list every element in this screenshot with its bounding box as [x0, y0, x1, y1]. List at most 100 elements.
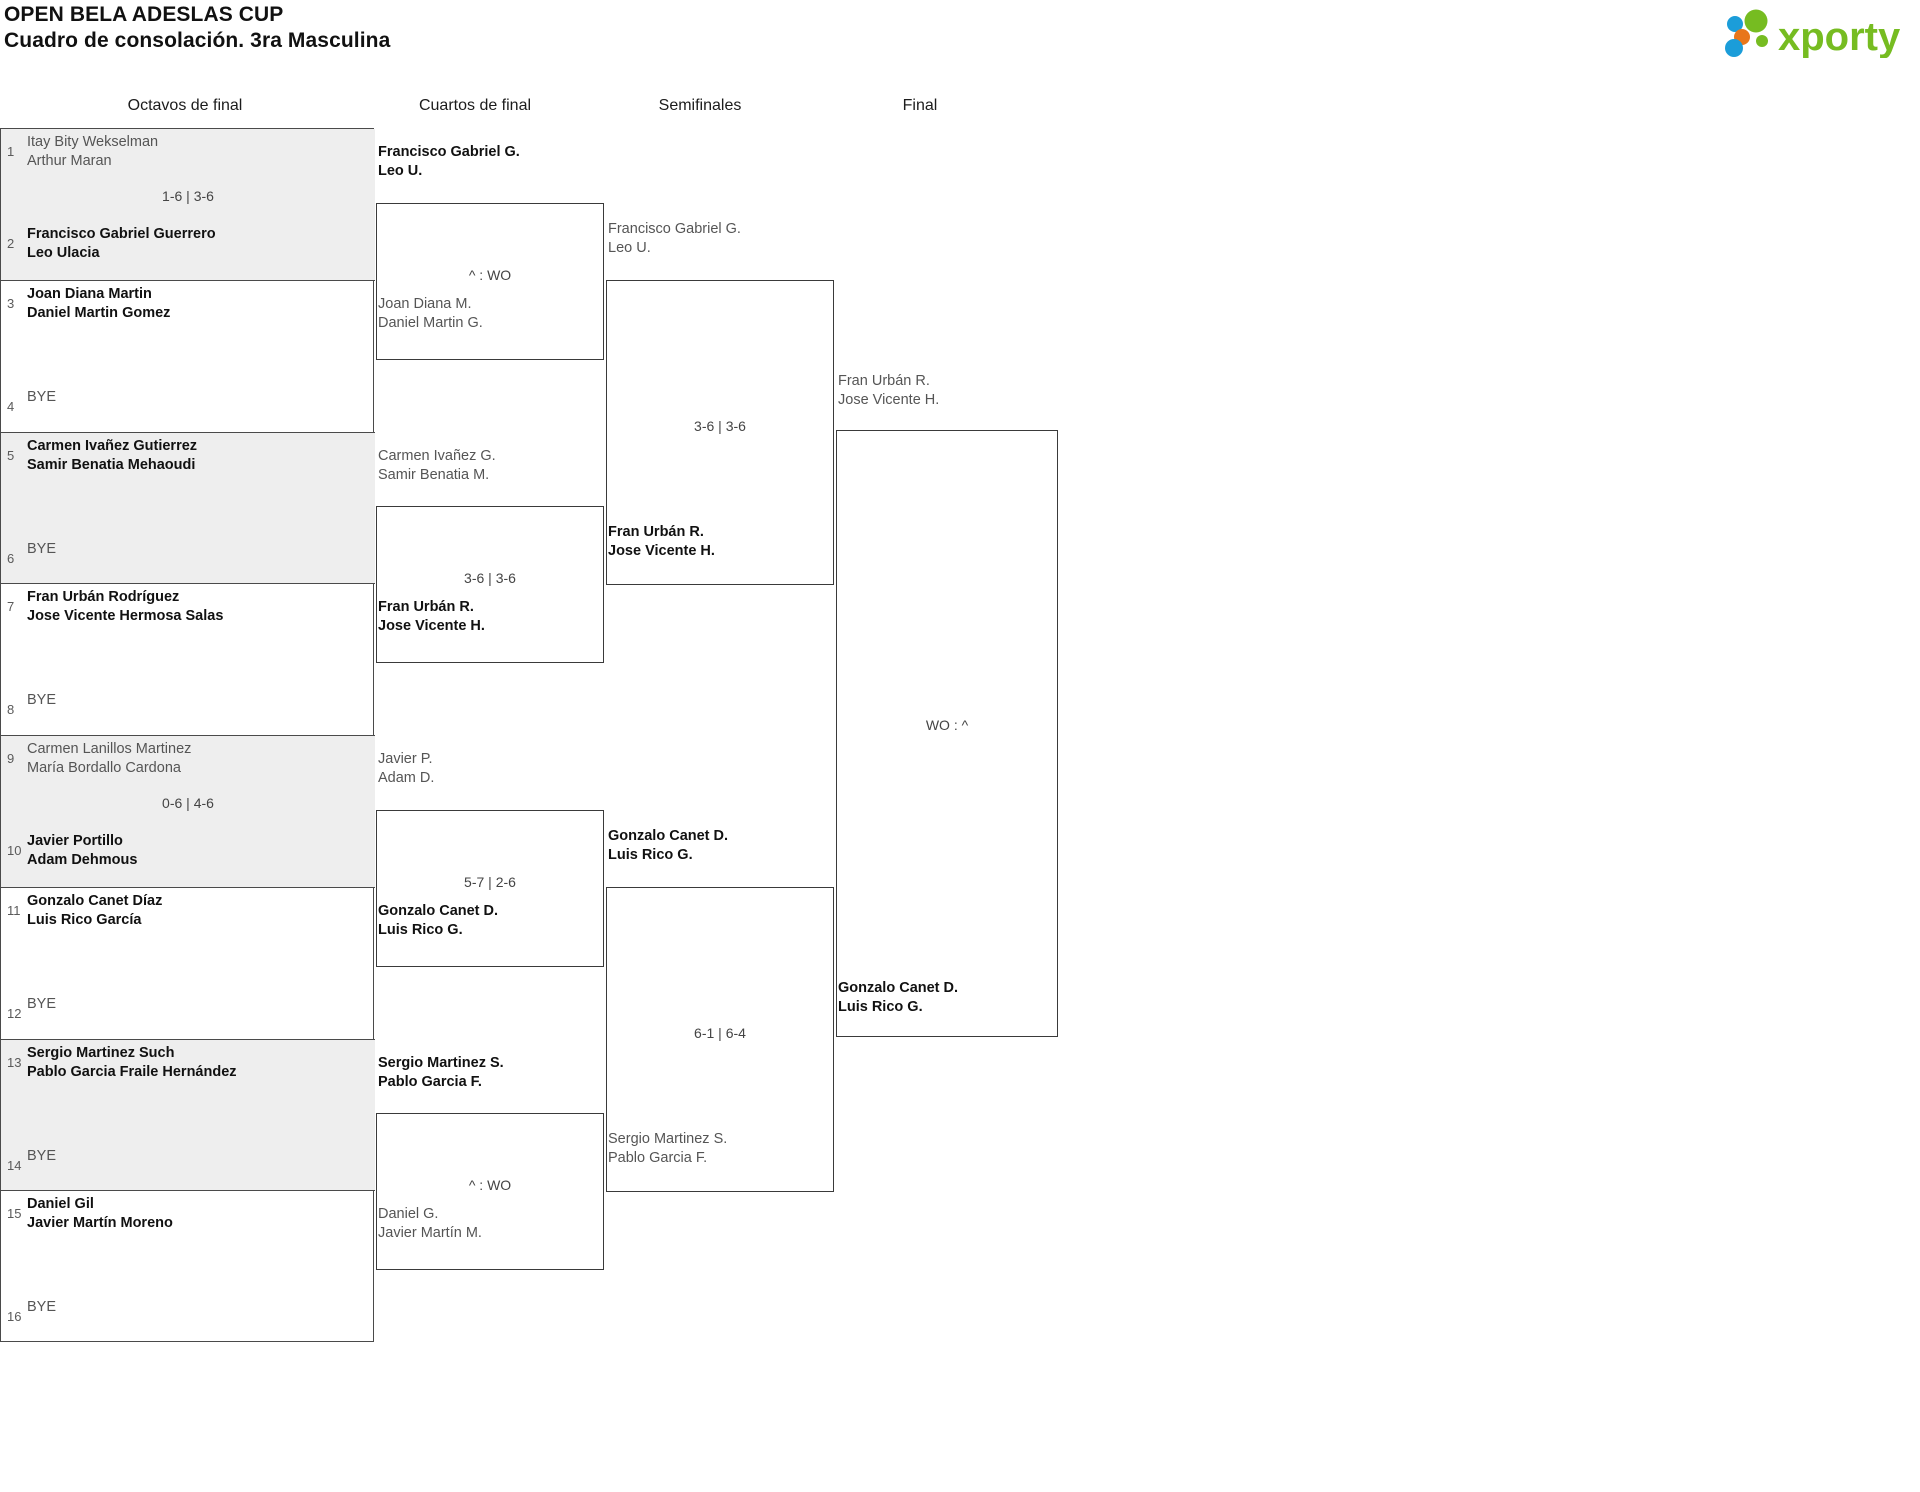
- player-name: Carmen Lanillos Martinez: [27, 741, 192, 757]
- r1-m2-bottom[interactable]: 4 BYE: [1, 386, 375, 428]
- player-name: Sergio Martinez Such: [27, 1044, 175, 1061]
- r1-m1-top[interactable]: 1 Itay Bity Wekselman Arthur Maran: [1, 131, 375, 173]
- r1-m6-bottom[interactable]: 12 BYE: [1, 993, 375, 1035]
- r1-m5-top[interactable]: 9 Carmen Lanillos Martinez María Bordall…: [1, 738, 375, 780]
- seed-number: 11: [7, 902, 21, 918]
- r2-m4-bottom-entry[interactable]: Daniel G. Javier Martín M.: [378, 1205, 618, 1243]
- seed-number: 8: [7, 702, 15, 718]
- r3-m2-bottom-entry[interactable]: Sergio Martinez S. Pablo Garcia F.: [608, 1130, 848, 1168]
- player-name: Itay Bity Wekselman: [27, 134, 159, 150]
- r1-match-8[interactable]: 15 Daniel Gil Javier Martín Moreno 16 BY…: [1, 1191, 375, 1343]
- player-name: Fran Urbán Rodríguez: [27, 589, 180, 606]
- player-name: Fran Urbán R.: [838, 373, 930, 389]
- r1-m7-top[interactable]: 13 Sergio Martinez Such Pablo Garcia Fra…: [1, 1042, 375, 1084]
- r4-bottom-entry[interactable]: Gonzalo Canet D. Luis Rico G.: [838, 979, 1078, 1017]
- player-name: Sergio Martinez S.: [608, 1131, 728, 1147]
- player-name: Luis Rico G.: [378, 922, 463, 938]
- player-name: Joan Diana Martin: [27, 285, 152, 302]
- r2-match-4-box[interactable]: ^ : WO: [376, 1113, 604, 1270]
- r2-m2-top-entry[interactable]: Carmen Ivañez G. Samir Benatia M.: [378, 447, 618, 485]
- r3-m1-top-entry[interactable]: Francisco Gabriel G. Leo U.: [608, 220, 848, 258]
- r1-match-4[interactable]: 7 Fran Urbán Rodríguez Jose Vicente Herm…: [1, 584, 375, 736]
- r1-match-5[interactable]: 9 Carmen Lanillos Martinez María Bordall…: [1, 736, 375, 888]
- r3-m2-top-entry[interactable]: Gonzalo Canet D. Luis Rico G.: [608, 827, 848, 865]
- r1-m3-top[interactable]: 5 Carmen Ivañez Gutierrez Samir Benatia …: [1, 435, 375, 477]
- player-name: Daniel G.: [378, 1206, 439, 1222]
- bye-label: BYE: [27, 1147, 57, 1164]
- player-name: Pablo Garcia F.: [608, 1150, 708, 1166]
- r3-match-1-box[interactable]: 3-6 | 3-6: [606, 280, 834, 585]
- r1-m6-top[interactable]: 11 Gonzalo Canet Díaz Luis Rico García: [1, 890, 375, 932]
- r4-score: WO : ^: [925, 717, 969, 733]
- player-name: Javier Portillo: [27, 833, 123, 849]
- seed-number: 6: [7, 550, 15, 566]
- seed-number: 4: [7, 398, 15, 414]
- r2-m4-score: ^ : WO: [468, 1177, 512, 1193]
- r2-m3-top-entry[interactable]: Javier P. Adam D.: [378, 750, 618, 788]
- r3-match-2-box[interactable]: 6-1 | 6-4: [606, 887, 834, 1192]
- r2-m4-top-entry[interactable]: Sergio Martinez S. Pablo Garcia F.: [378, 1054, 618, 1092]
- r2-match-2-box[interactable]: 3-6 | 3-6: [376, 506, 604, 663]
- r1-match-3[interactable]: 5 Carmen Ivañez Gutierrez Samir Benatia …: [1, 432, 375, 585]
- logo-dot-blue-top: [1727, 16, 1743, 32]
- player-name: Daniel Martin G.: [378, 315, 483, 331]
- player-name: Joan Diana M.: [378, 296, 472, 312]
- r2-m2-bottom-entry[interactable]: Fran Urbán R. Jose Vicente H.: [378, 598, 618, 636]
- round-header-octavos: Octavos de final: [127, 97, 243, 114]
- player-name: Carmen Ivañez G.: [378, 448, 496, 464]
- seed-number: 9: [7, 751, 15, 766]
- bye-label: BYE: [27, 1299, 57, 1316]
- r1-m1-score: 1-6 | 3-6: [162, 188, 214, 204]
- bye-label: BYE: [27, 692, 57, 709]
- player-name: Gonzalo Canet D.: [608, 828, 729, 844]
- r1-m3-bottom[interactable]: 6 BYE: [1, 538, 375, 580]
- tournament-title: OPEN BELA ADESLAS CUP: [4, 3, 284, 26]
- r1-m4-bottom[interactable]: 8 BYE: [1, 689, 375, 731]
- player-name: Luis Rico G.: [608, 847, 693, 863]
- seed-number: 14: [7, 1157, 22, 1173]
- player-name: Fran Urbán R.: [378, 599, 474, 615]
- player-name: Gonzalo Canet Díaz: [27, 892, 163, 909]
- r1-m7-bottom[interactable]: 14 BYE: [1, 1145, 375, 1187]
- r4-top-entry[interactable]: Fran Urbán R. Jose Vicente H.: [838, 372, 1078, 410]
- r1-m4-top[interactable]: 7 Fran Urbán Rodríguez Jose Vicente Herm…: [1, 586, 375, 628]
- r1-m5-bottom[interactable]: 10 Javier Portillo Adam Dehmous: [1, 830, 375, 872]
- player-name: Javier Martín M.: [378, 1225, 482, 1241]
- r2-m1-bottom-entry[interactable]: Joan Diana M. Daniel Martin G.: [378, 295, 618, 333]
- player-name: Pablo Garcia Fraile Hernández: [27, 1063, 237, 1080]
- player-name: Luis Rico G.: [838, 999, 923, 1015]
- r2-m3-bottom-entry[interactable]: Gonzalo Canet D. Luis Rico G.: [378, 902, 618, 940]
- player-name: Fran Urbán R.: [608, 524, 704, 540]
- r1-m8-top[interactable]: 15 Daniel Gil Javier Martín Moreno: [1, 1193, 375, 1235]
- player-name: Arthur Maran: [27, 153, 112, 169]
- seed-number: 10: [7, 843, 22, 858]
- seed-number: 7: [7, 599, 15, 615]
- r3-m1-bottom-entry[interactable]: Fran Urbán R. Jose Vicente H.: [608, 523, 848, 561]
- r2-match-1-box[interactable]: ^ : WO: [376, 203, 604, 360]
- seed-number: 3: [7, 295, 15, 311]
- r1-match-6[interactable]: 11 Gonzalo Canet Díaz Luis Rico García 1…: [1, 888, 375, 1040]
- logo-wordmark: xporty: [1778, 15, 1901, 58]
- r1-m2-top[interactable]: 3 Joan Diana Martin Daniel Martin Gomez: [1, 283, 375, 325]
- xporty-logo-svg: xporty: [1725, 9, 1901, 58]
- logo-dot-blue-bottom: [1725, 39, 1743, 57]
- r1-m1-bottom[interactable]: 2 Francisco Gabriel Guerrero Leo Ulacia: [1, 223, 375, 265]
- xporty-logo[interactable]: xporty: [1718, 8, 1908, 58]
- r2-match-3-box[interactable]: 5-7 | 2-6: [376, 810, 604, 967]
- player-name: Jose Vicente Hermosa Salas: [27, 608, 224, 625]
- r2-m1-top-entry[interactable]: Francisco Gabriel G. Leo U.: [378, 143, 618, 181]
- r4-final-box[interactable]: WO : ^: [836, 430, 1058, 1037]
- seed-number: 5: [7, 447, 15, 463]
- r1-match-1[interactable]: 1 Itay Bity Wekselman Arthur Maran 1-6 |…: [1, 129, 375, 281]
- round-header-final: Final: [902, 97, 938, 114]
- r1-match-2[interactable]: 3 Joan Diana Martin Daniel Martin Gomez …: [1, 281, 375, 433]
- logo-dot-green-big: [1744, 9, 1768, 33]
- seed-number: 12: [7, 1005, 22, 1021]
- player-name: Leo Ulacia: [27, 245, 100, 261]
- player-name: Daniel Martin Gomez: [27, 304, 171, 321]
- title-block: OPEN BELA ADESLAS CUP Cuadro de consolac…: [4, 2, 390, 54]
- player-name: Daniel Gil: [27, 1196, 94, 1213]
- player-name: Francisco Gabriel G.: [608, 221, 741, 237]
- r1-match-7[interactable]: 13 Sergio Martinez Such Pablo Garcia Fra…: [1, 1039, 375, 1192]
- r1-m8-bottom[interactable]: 16 BYE: [1, 1296, 375, 1338]
